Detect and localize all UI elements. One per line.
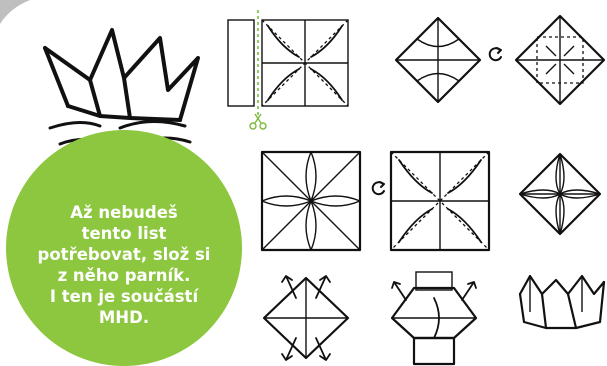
scissors-icon bbox=[250, 114, 266, 129]
fold-instruction-text: Až nebudeš tento list potřebovat, slož s… bbox=[19, 202, 229, 328]
message-line: potřebovat, slož si bbox=[19, 244, 229, 265]
step-1-cut-square bbox=[222, 8, 372, 133]
message-line: z něho parník. bbox=[19, 265, 229, 286]
step-4-square-star bbox=[256, 146, 366, 256]
message-line: I ten je součástí bbox=[19, 286, 229, 307]
rotate-arrow-icon bbox=[486, 44, 506, 64]
step-8-boat-forming bbox=[384, 268, 484, 366]
step-5-square-fold bbox=[385, 146, 495, 256]
message-line: MHD. bbox=[19, 307, 229, 328]
message-line: Až nebudeš bbox=[19, 202, 229, 223]
step-2-diamond bbox=[390, 12, 486, 108]
step-7-pull-corners bbox=[258, 268, 354, 366]
step-9-finished-boat bbox=[516, 272, 607, 338]
step-6-star-diamond bbox=[516, 150, 604, 238]
message-line: tento list bbox=[19, 223, 229, 244]
step-3-diamond-fold bbox=[512, 12, 607, 108]
info-circle: Až nebudeš tento list potřebovat, slož s… bbox=[6, 130, 242, 366]
